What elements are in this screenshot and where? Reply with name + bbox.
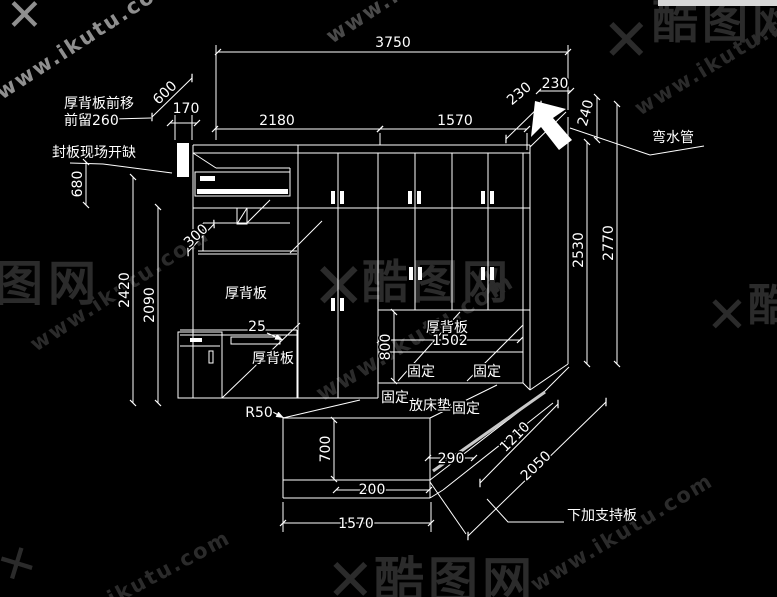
dim-3750: 3750 [375, 35, 411, 51]
watermark-url: www.ikutu.com [322, 0, 510, 48]
cabinet-linework [174, 45, 570, 535]
label-fixed-3: 固定 [381, 390, 409, 406]
label-fixed-2: 固定 [473, 364, 501, 380]
filled-panels [177, 101, 572, 194]
seal-panel [177, 143, 189, 177]
label-thick-back-panel-3: 厚背板 [426, 320, 468, 336]
dim-290: 290 [438, 451, 465, 467]
watermark-bottom-left: ✕ www.ikutu.com [0, 525, 235, 597]
label-place-mattress: 放床垫 [409, 398, 451, 414]
dim-680: 680 [70, 171, 86, 198]
watermark-site: 酷图网 [0, 256, 101, 312]
watermark-logo-icon: ✕ [706, 286, 748, 344]
label-back-panel-forward-line1: 厚背板前移 [64, 95, 134, 112]
dim-800: 800 [378, 334, 394, 361]
leader-lines [69, 117, 705, 523]
dim-2090: 2090 [142, 287, 158, 323]
ac-unit-label [200, 176, 215, 181]
watermark-logo-icon: ✕ [0, 533, 46, 595]
watermark-url: www.ikutu.com [39, 525, 235, 597]
door-handles [190, 191, 494, 342]
watermark-top-right: ✕ 酷图网 www.ikutu.com [602, 0, 777, 120]
dim-200: 200 [359, 482, 386, 498]
dim-1570-top: 1570 [437, 113, 473, 129]
dim-230: 230 [542, 76, 569, 92]
label-thick-back-panel-1: 厚背板 [225, 286, 267, 302]
watermark-url: www.ikutu.com [526, 468, 717, 596]
watermark-logo-icon: ✕ [6, 0, 43, 41]
dim-170: 170 [173, 101, 200, 117]
watermark-top-mid: www.ikutu.com [322, 0, 510, 48]
watermark-mid-right: ✕ 酷图网 [706, 280, 777, 344]
label-water-pipe: 弯水管 [652, 129, 694, 146]
watermark-logo-icon: ✕ [602, 6, 651, 74]
watermark-logo-icon: ✕ [312, 250, 366, 324]
dim-2050: 2050 [518, 448, 555, 484]
dim-25: 25 [248, 319, 266, 335]
watermark-site: 酷图网 [374, 552, 536, 597]
ac-unit-vent [197, 189, 288, 194]
watermark-site: 酷图网 [748, 280, 777, 331]
label-seal-panel-cutout: 封板现场开缺 [52, 145, 136, 161]
page-edge-strip [658, 0, 777, 6]
dim-1502: 1502 [432, 333, 468, 349]
dim-2180: 2180 [259, 113, 295, 129]
label-support-panel: 下加支持板 [567, 508, 637, 524]
watermark-site: 酷图网 [362, 255, 512, 309]
dim-r50: R50 [245, 405, 273, 421]
watermark-site: 酷图网 [652, 0, 777, 49]
label-fixed-4: 固定 [452, 401, 480, 417]
watermark-top-left: ✕ www.ikutu.com [0, 0, 180, 104]
dim-2420: 2420 [117, 272, 133, 308]
label-thick-back-panel-2: 厚背板 [252, 351, 294, 367]
dim-240: 240 [575, 98, 597, 128]
dim-1570-bottom: 1570 [338, 516, 374, 532]
dim-2770: 2770 [601, 225, 617, 261]
dim-230-diag: 230 [504, 79, 535, 108]
annotation-text: 厚背板前移 前留260 封板现场开缺 弯水管 厚背板 厚背板 厚背板 固定 固定… [51, 94, 696, 526]
watermark-logo-icon: ✕ [326, 546, 375, 597]
label-back-panel-forward-line2: 前留260 [64, 112, 119, 129]
dim-2530: 2530 [571, 232, 587, 268]
watermark-mid-left: 酷图网 www.ikutu.com [0, 222, 214, 356]
dimension-lines [82, 48, 621, 541]
dim-700: 700 [318, 436, 334, 463]
label-fixed-1: 固定 [407, 364, 435, 380]
